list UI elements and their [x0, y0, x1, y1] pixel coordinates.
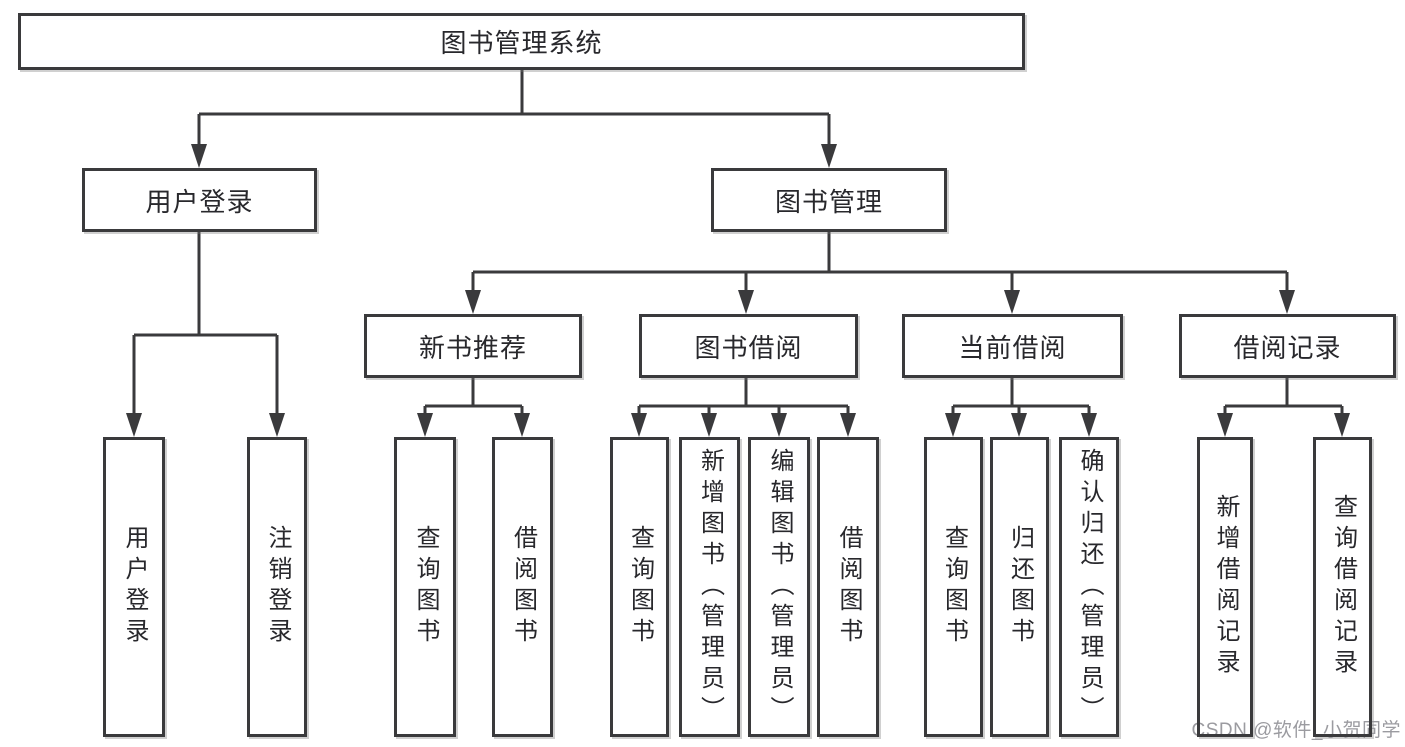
leaf-borrow-books-recommend: 借阅图书: [492, 437, 553, 737]
node-borrowing-records-label: 借阅记录: [1233, 332, 1342, 363]
leaf-user-login-label: 用户登录: [121, 525, 148, 649]
node-user-login-branch-label: 用户登录: [145, 186, 254, 217]
leaf-borrow-books-borrowing: 借阅图书: [817, 437, 879, 737]
node-borrowing-records: 借阅记录: [1179, 314, 1396, 378]
leaf-confirm-return-admin-label: 确认归还（管理员）: [1076, 447, 1103, 727]
leaf-edit-books-admin-label: 编辑图书（管理员）: [766, 447, 793, 727]
node-current-borrowing: 当前借阅: [902, 314, 1123, 378]
leaf-query-books-borrowing-label: 查询图书: [626, 525, 654, 649]
leaf-query-books-borrowing: 查询图书: [610, 437, 669, 737]
leaf-add-books-admin: 新增图书（管理员）: [679, 437, 740, 737]
leaf-query-borrow-record: 查询借阅记录: [1313, 437, 1372, 737]
node-book-borrowing-label: 图书借阅: [694, 332, 803, 363]
node-book-management-branch-label: 图书管理: [774, 186, 883, 217]
node-book-management-branch: 图书管理: [711, 168, 947, 232]
node-root-system: 图书管理系统: [18, 13, 1025, 70]
leaf-logout: 注销登录: [247, 437, 307, 737]
watermark-text: CSDN @软件_小贺同学: [1191, 720, 1401, 741]
node-new-book-recommend-label: 新书推荐: [418, 332, 527, 363]
leaf-query-books-current-label: 查询图书: [940, 525, 968, 649]
leaf-borrow-books-borrowing-label: 借阅图书: [835, 525, 862, 649]
leaf-query-books-recommend-label: 查询图书: [412, 525, 439, 649]
node-new-book-recommend: 新书推荐: [364, 314, 582, 378]
leaf-return-books: 归还图书: [990, 437, 1049, 737]
leaf-query-borrow-record-label: 查询借阅记录: [1329, 494, 1357, 680]
leaf-add-borrow-record-label: 新增借阅记录: [1212, 494, 1239, 680]
node-root-system-label: 图书管理系统: [440, 28, 603, 58]
leaf-query-books-recommend: 查询图书: [394, 437, 456, 737]
leaf-edit-books-admin: 编辑图书（管理员）: [748, 437, 810, 737]
leaf-borrow-books-recommend-label: 借阅图书: [509, 525, 537, 649]
leaf-confirm-return-admin: 确认归还（管理员）: [1059, 437, 1119, 737]
leaf-query-books-current: 查询图书: [924, 437, 983, 737]
leaf-user-login: 用户登录: [103, 437, 165, 737]
node-book-borrowing: 图书借阅: [639, 314, 858, 378]
node-current-borrowing-label: 当前借阅: [958, 332, 1067, 363]
node-user-login-branch: 用户登录: [82, 168, 317, 232]
leaf-return-books-label: 归还图书: [1006, 525, 1034, 649]
leaf-add-books-admin-label: 新增图书（管理员）: [696, 447, 724, 727]
leaf-add-borrow-record: 新增借阅记录: [1197, 437, 1253, 737]
leaf-logout-label: 注销登录: [264, 525, 291, 649]
